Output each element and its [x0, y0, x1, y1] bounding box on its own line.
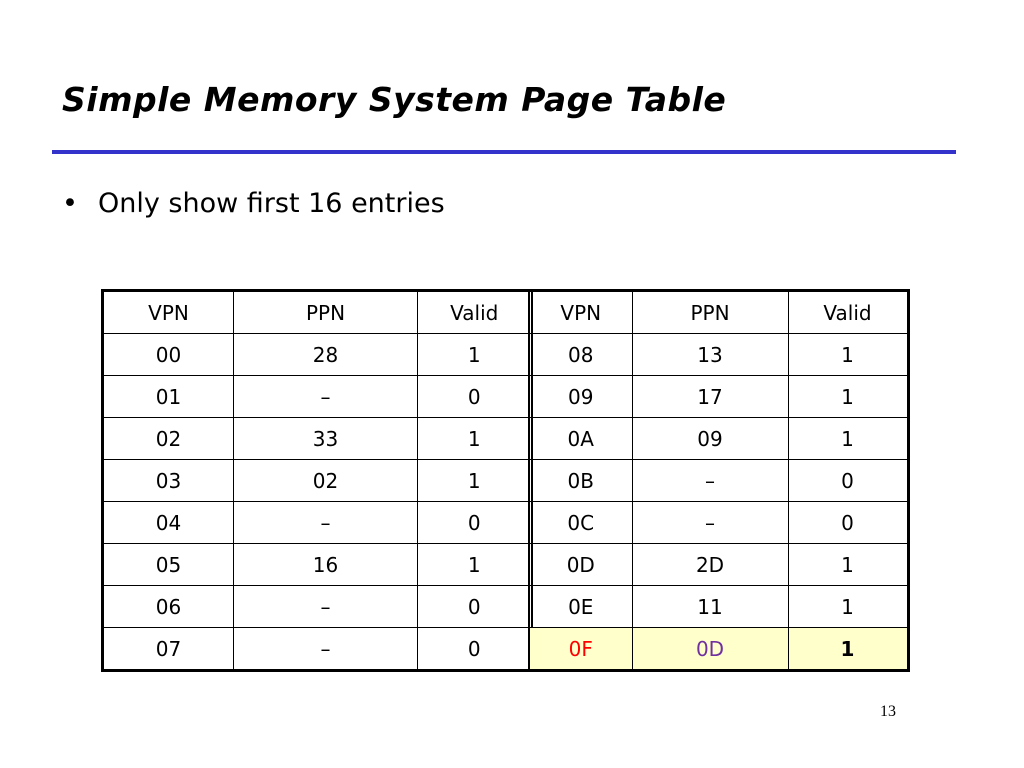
- ppn-cell: 33: [233, 417, 418, 460]
- header-ppn: PPN: [631, 289, 789, 334]
- slide-title: Simple Memory System Page Table: [62, 80, 727, 119]
- valid-cell: 1: [787, 585, 910, 628]
- header-valid: Valid: [787, 289, 910, 334]
- ppn-cell: 13: [631, 333, 789, 376]
- vpn-cell: 05: [101, 543, 234, 586]
- vpn-cell: 0B: [528, 459, 633, 502]
- highlighted-table-row: 0F 0D 1: [528, 627, 910, 672]
- vpn-cell: 08: [528, 333, 633, 376]
- header-vpn: VPN: [528, 289, 633, 334]
- valid-cell: 1: [417, 417, 533, 460]
- highlighted-ppn-cell: 0D: [631, 627, 789, 672]
- ppn-cell: 28: [233, 333, 418, 376]
- highlighted-valid-cell: 1: [787, 627, 910, 672]
- ppn-cell: 16: [233, 543, 418, 586]
- valid-cell: 1: [417, 333, 533, 376]
- ppn-cell: –: [233, 627, 418, 672]
- header-ppn: PPN: [233, 289, 418, 334]
- vpn-cell: 01: [101, 375, 234, 418]
- title-divider: [52, 150, 956, 154]
- vpn-cell: 07: [101, 627, 234, 672]
- bullet-item: • Only show first 16 entries: [62, 188, 445, 219]
- valid-cell: 0: [417, 501, 533, 544]
- ppn-cell: 2D: [631, 543, 789, 586]
- header-valid: Valid: [417, 289, 533, 334]
- ppn-cell: 11: [631, 585, 789, 628]
- ppn-cell: –: [233, 501, 418, 544]
- ppn-cell: –: [631, 459, 789, 502]
- vpn-cell: 0D: [528, 543, 633, 586]
- table-row: 04–0: [101, 501, 533, 544]
- header-row: VPN PPN Valid: [528, 289, 910, 334]
- vpn-cell: 0E: [528, 585, 633, 628]
- vpn-cell: 03: [101, 459, 234, 502]
- table-row: 01–0: [101, 375, 533, 418]
- bullet-text: Only show first 16 entries: [98, 188, 445, 219]
- page-number: 13: [880, 703, 896, 720]
- ppn-cell: –: [631, 501, 789, 544]
- valid-cell: 0: [417, 585, 533, 628]
- ppn-cell: 09: [631, 417, 789, 460]
- ppn-cell: –: [233, 375, 418, 418]
- valid-cell: 0: [417, 375, 533, 418]
- ppn-cell: 17: [631, 375, 789, 418]
- valid-cell: 0: [417, 627, 533, 672]
- vpn-cell: 04: [101, 501, 234, 544]
- table-row: 0C–0: [528, 501, 910, 544]
- vpn-cell: 0C: [528, 501, 633, 544]
- valid-cell: 1: [787, 375, 910, 418]
- vpn-cell: 02: [101, 417, 234, 460]
- table-row: 06–0: [101, 585, 533, 628]
- valid-cell: 1: [787, 543, 910, 586]
- valid-cell: 1: [787, 417, 910, 460]
- valid-cell: 1: [417, 459, 533, 502]
- valid-cell: 1: [417, 543, 533, 586]
- vpn-cell: 09: [528, 375, 633, 418]
- vpn-cell: 0A: [528, 417, 633, 460]
- header-vpn: VPN: [101, 289, 234, 334]
- valid-cell: 1: [787, 333, 910, 376]
- vpn-cell: 00: [101, 333, 234, 376]
- ppn-cell: –: [233, 585, 418, 628]
- ppn-cell: 02: [233, 459, 418, 502]
- header-row: VPN PPN Valid: [101, 289, 533, 334]
- table-row: 0B–0: [528, 459, 910, 502]
- highlighted-vpn-cell: 0F: [528, 627, 633, 672]
- valid-cell: 0: [787, 459, 910, 502]
- vpn-cell: 06: [101, 585, 234, 628]
- table-row: 07–0: [101, 627, 533, 672]
- bullet-marker: •: [62, 188, 78, 219]
- valid-cell: 0: [787, 501, 910, 544]
